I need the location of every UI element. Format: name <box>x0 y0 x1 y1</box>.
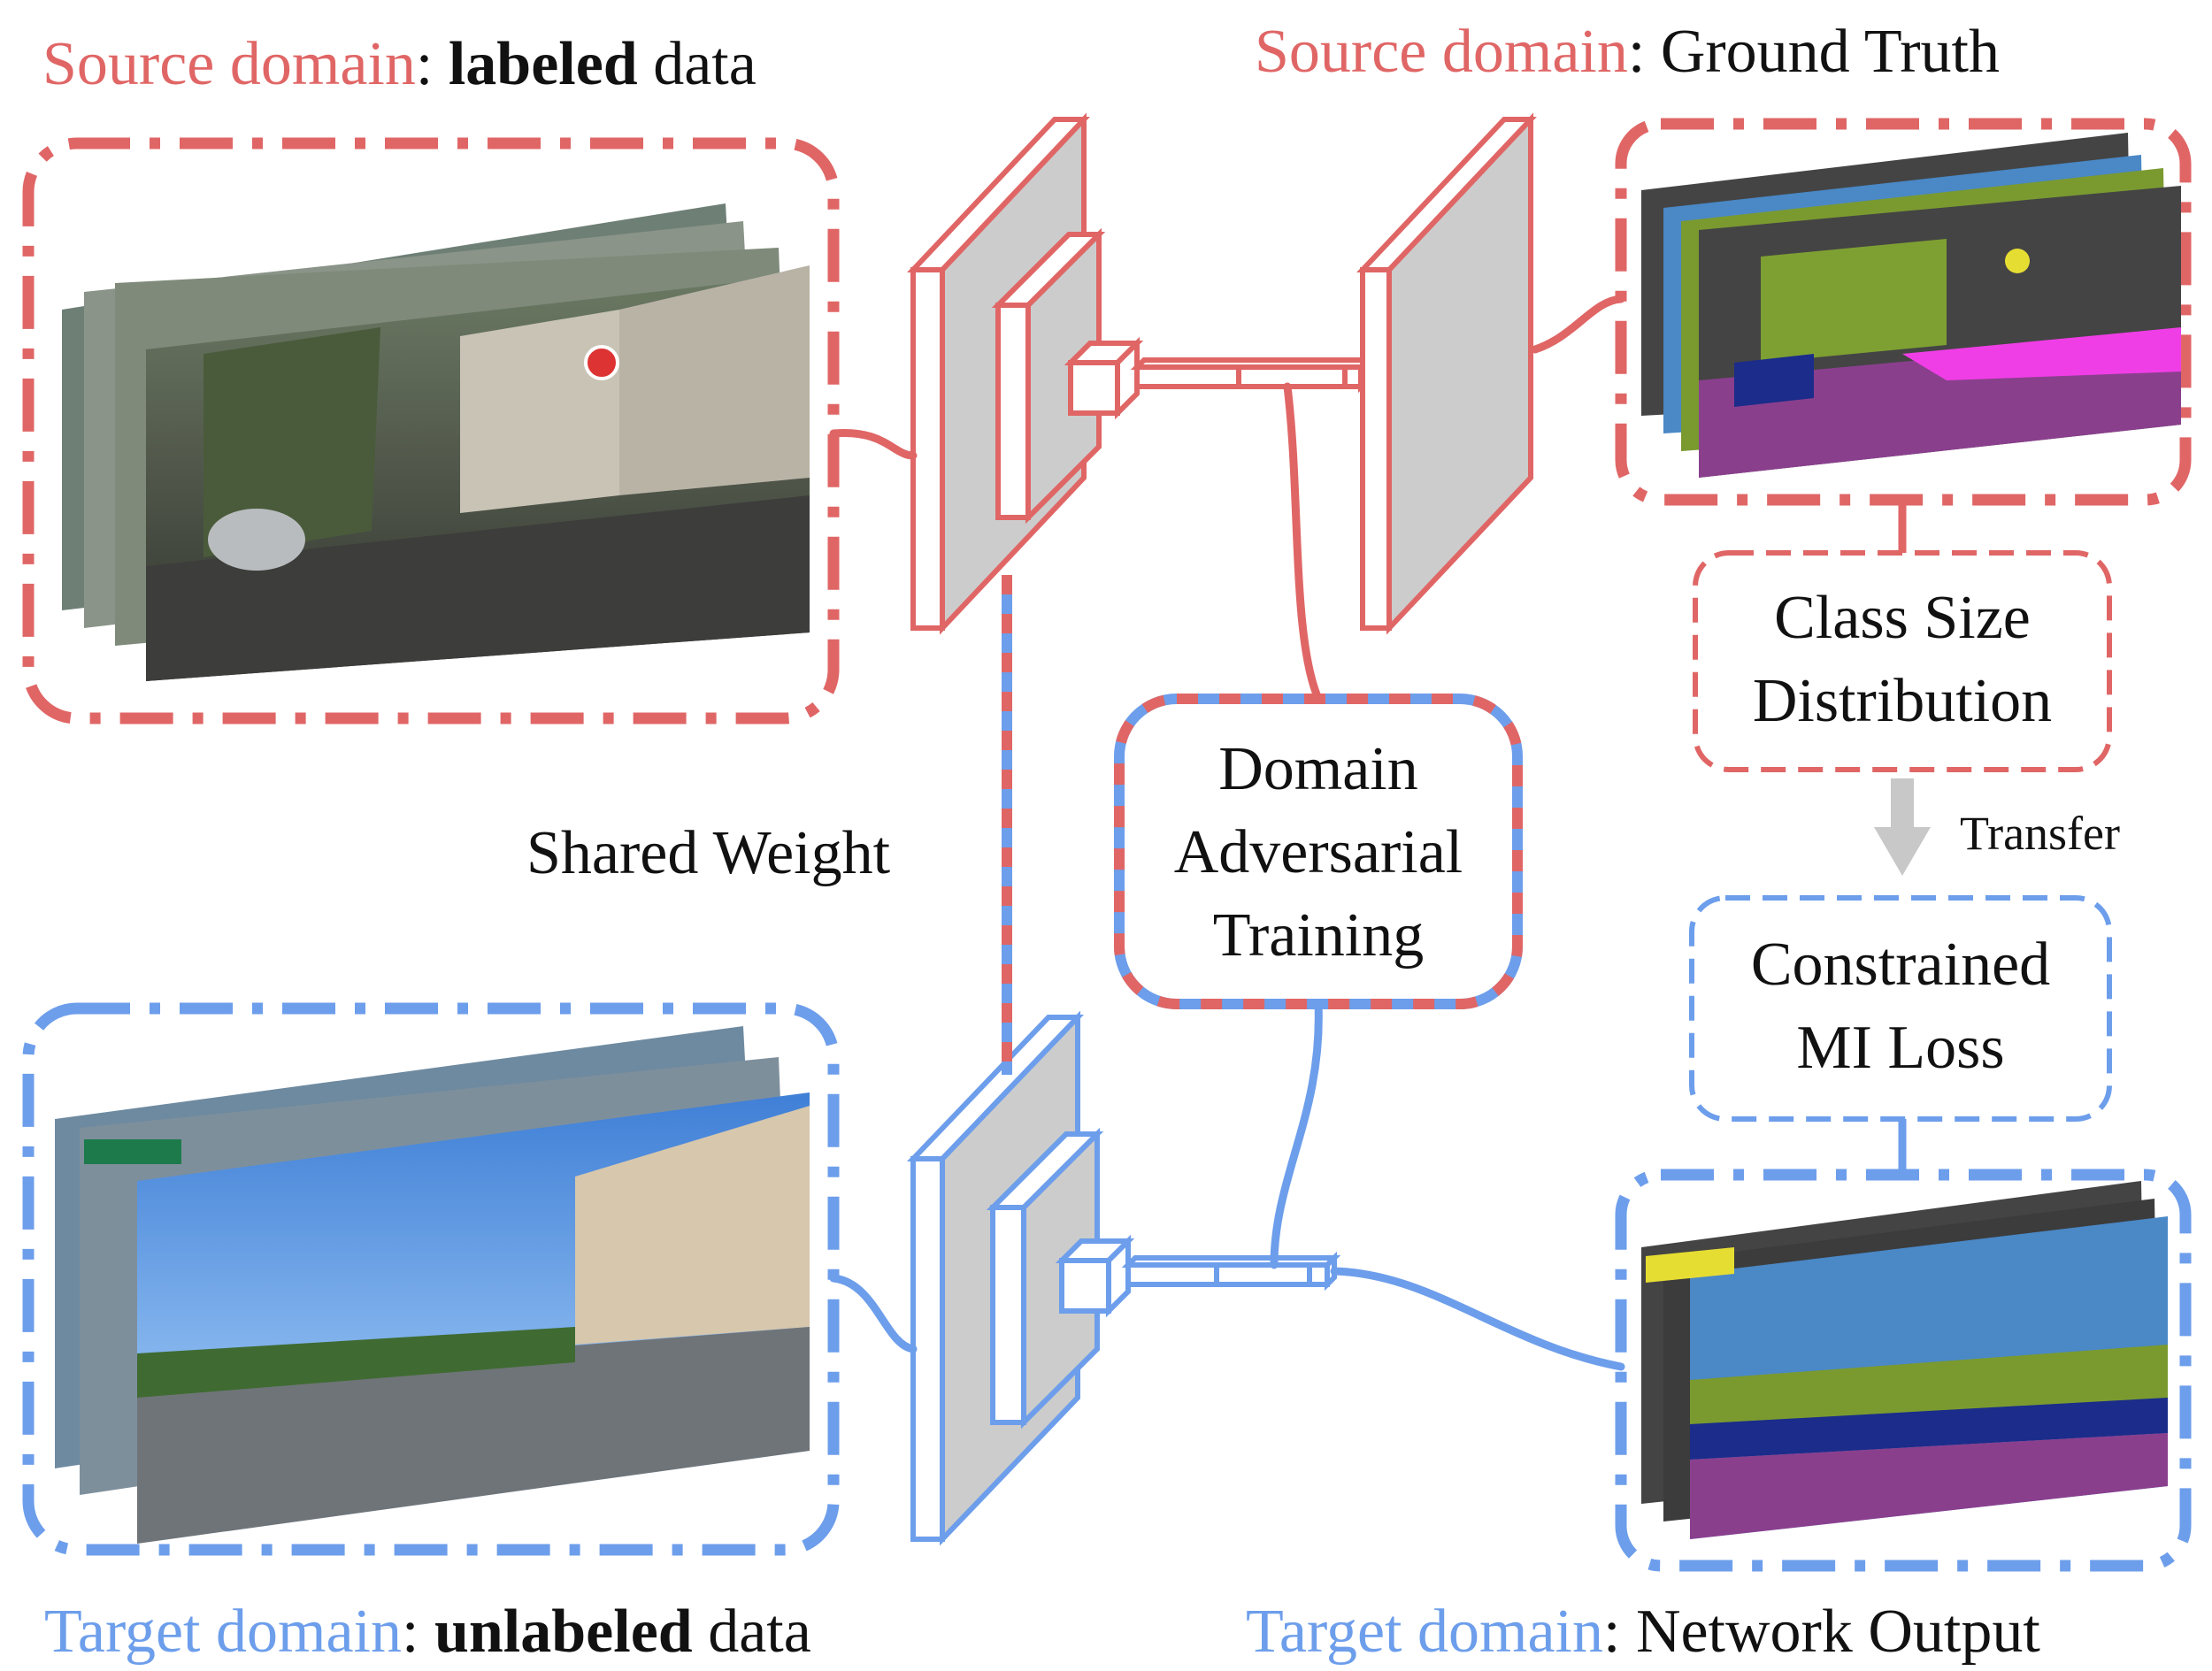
target-output-domain: Target domain <box>1246 1598 1603 1666</box>
ground-truth-stack <box>1641 133 2181 478</box>
network-output-stack <box>1641 1181 2168 1539</box>
source-input-frame <box>22 137 840 724</box>
shared-weight-label: Shared Weight <box>526 819 891 887</box>
source-input-domain: Source domain <box>42 30 416 98</box>
source-input-sep: : <box>415 30 449 98</box>
class-size-box <box>1693 550 2112 772</box>
connectors <box>829 295 1907 1371</box>
adversarial-line-2: Adversarial <box>1173 818 1463 886</box>
adversarial-box <box>1114 694 1523 1009</box>
class-size-line-2: Distribution <box>1752 667 2053 735</box>
transfer-arrow <box>1874 778 1931 876</box>
source-bottleneck <box>1130 353 1375 394</box>
source-output-domain: Source domain <box>1255 18 1628 86</box>
target-output-sep: : <box>1602 1598 1636 1666</box>
adversarial-line-1: Domain <box>1218 735 1418 803</box>
source-encoder <box>907 112 1144 635</box>
transfer-label: Transfer <box>1960 807 2120 860</box>
class-size-box-text: Class Size Distribution <box>1695 577 2109 743</box>
adversarial-box-text: Domain Adversarial Training <box>1119 728 1517 977</box>
target-bottleneck <box>1121 1251 1341 1292</box>
target-output-label: Target domain: Network Output <box>1246 1601 2040 1663</box>
source-input-emphasis: labeled <box>448 30 638 98</box>
adversarial-line-3: Training <box>1212 901 1425 970</box>
target-encoder <box>906 1010 1135 1546</box>
source-output-rest: Ground Truth <box>1660 18 2000 86</box>
source-decoder <box>1356 112 1537 635</box>
source-output-sep: : <box>1627 18 1661 86</box>
mi-loss-box <box>1689 895 2112 1122</box>
source-input-rest: data <box>637 30 757 98</box>
mi-loss-line-2: MI Loss <box>1796 1014 2005 1082</box>
target-input-domain: Target domain <box>44 1598 402 1666</box>
target-output-rest: Network Output <box>1635 1598 2040 1666</box>
source-output-label: Source domain: Ground Truth <box>1255 21 2000 83</box>
source-input-label: Source domain: labeled data <box>42 34 757 96</box>
source-image-stack <box>62 203 810 681</box>
target-input-label: Target domain: unlabeled data <box>44 1601 811 1663</box>
mi-loss-line-1: Constrained <box>1750 931 2051 999</box>
mi-loss-box-text: Constrained MI Loss <box>1692 924 2109 1090</box>
target-image-stack <box>55 1026 810 1544</box>
target-input-rest: data <box>692 1598 811 1666</box>
target-input-emphasis: unlabeled <box>434 1598 693 1666</box>
class-size-line-1: Class Size <box>1774 584 2031 652</box>
target-input-sep: : <box>401 1598 434 1666</box>
